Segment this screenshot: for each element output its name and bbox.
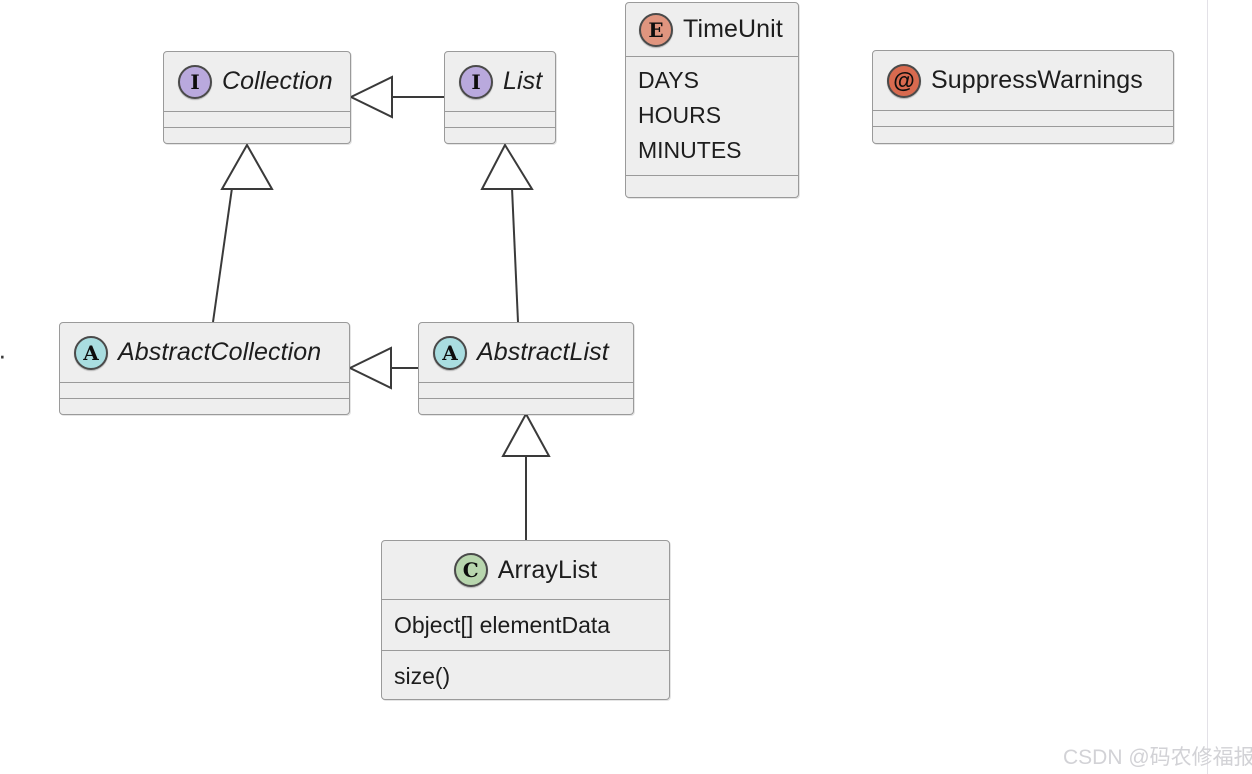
- abstractcollection-fields-compartment: [60, 383, 349, 398]
- method-size: size(): [394, 663, 451, 689]
- collection-fields-compartment: [164, 112, 350, 127]
- arraylist-fields-compartment: Object[] elementData: [382, 600, 669, 650]
- suppresswarnings-title: SuppressWarnings: [931, 66, 1143, 94]
- abstractcollection-header: A AbstractCollection: [60, 323, 349, 382]
- collection-header: I Collection: [164, 52, 350, 111]
- uml-node-list[interactable]: I List: [444, 51, 556, 144]
- list-separator-1: [445, 111, 555, 112]
- class-icon: C: [453, 553, 488, 587]
- collection-separator-2: [164, 127, 350, 128]
- abstract-class-icon: A: [74, 335, 108, 370]
- abstractcollection-separator-2: [60, 398, 349, 399]
- suppresswarnings-header: @ SuppressWarnings: [873, 51, 1173, 110]
- uml-node-abstractlist[interactable]: A AbstractList: [418, 322, 634, 415]
- enum-constant-hours: HOURS: [638, 101, 722, 128]
- timeunit-constants-compartment: DAYS HOURS MINUTES: [626, 57, 798, 175]
- abstractlist-separator-2: [419, 398, 633, 399]
- abstractcollection-separator-1: [60, 382, 349, 383]
- page-guide-line: [1207, 0, 1208, 774]
- arraylist-title: ArrayList: [497, 555, 598, 584]
- list-methods-compartment: [445, 128, 555, 144]
- abstractlist-header: A AbstractList: [419, 323, 633, 382]
- uml-node-timeunit[interactable]: E TimeUnit DAYS HOURS MINUTES: [625, 2, 799, 198]
- collection-title: Collection: [222, 67, 333, 95]
- timeunit-separator-2: [626, 175, 798, 176]
- enum-constant-minutes: MINUTES: [638, 136, 742, 163]
- field-elementdata: Object[] elementData: [394, 612, 611, 638]
- watermark-text: CSDN @码农修福报: [1063, 746, 1252, 769]
- arraylist-separator-1: [382, 599, 669, 600]
- abstractlist-separator-1: [419, 382, 633, 383]
- interface-icon: I: [459, 64, 493, 99]
- enum-constant-days: DAYS: [638, 67, 699, 93]
- relation-abstractlist-to-abstractcollection: [347, 346, 418, 390]
- interface-icon: I: [178, 64, 212, 99]
- uml-node-abstractcollection[interactable]: A AbstractCollection: [59, 322, 350, 415]
- uml-node-collection[interactable]: I Collection: [163, 51, 351, 144]
- abstractcollection-methods-compartment: [60, 399, 349, 415]
- relation-abstractlist-to-list: [480, 142, 534, 323]
- list-header: I List: [445, 52, 555, 111]
- suppresswarnings-separator-1: [873, 110, 1173, 111]
- timeunit-methods-compartment: [626, 176, 798, 197]
- arraylist-methods-compartment: size(): [382, 651, 669, 700]
- suppresswarnings-fields-compartment: [873, 111, 1173, 126]
- abstractlist-title: AbstractList: [477, 338, 609, 366]
- abstractcollection-title: AbstractCollection: [118, 338, 322, 366]
- abstractlist-methods-compartment: [419, 399, 633, 415]
- timeunit-header: E TimeUnit: [626, 3, 798, 56]
- collection-separator-1: [164, 111, 350, 112]
- list-separator-2: [445, 127, 555, 128]
- abstract-class-icon: A: [433, 335, 467, 370]
- timeunit-title: TimeUnit: [683, 15, 783, 43]
- abstractlist-fields-compartment: [419, 383, 633, 398]
- arraylist-separator-2: [382, 650, 669, 651]
- suppresswarnings-separator-2: [873, 126, 1173, 127]
- uml-node-suppresswarnings[interactable]: @ SuppressWarnings: [872, 50, 1174, 144]
- annotation-icon: @: [887, 63, 921, 98]
- enum-icon: E: [639, 12, 673, 47]
- arraylist-header: C ArrayList: [382, 541, 669, 599]
- relation-arraylist-to-abstractlist: [501, 411, 551, 541]
- relation-abstractcollection-to-collection: [212, 142, 274, 323]
- collection-methods-compartment: [164, 128, 350, 144]
- list-fields-compartment: [445, 112, 555, 127]
- clipped-edge-glyph: ·: [0, 342, 7, 368]
- timeunit-separator-1: [626, 56, 798, 57]
- list-title: List: [503, 67, 543, 95]
- uml-node-arraylist[interactable]: C ArrayList Object[] elementData size(): [381, 540, 670, 700]
- suppresswarnings-methods-compartment: [873, 127, 1173, 143]
- relation-list-to-collection: [348, 75, 444, 119]
